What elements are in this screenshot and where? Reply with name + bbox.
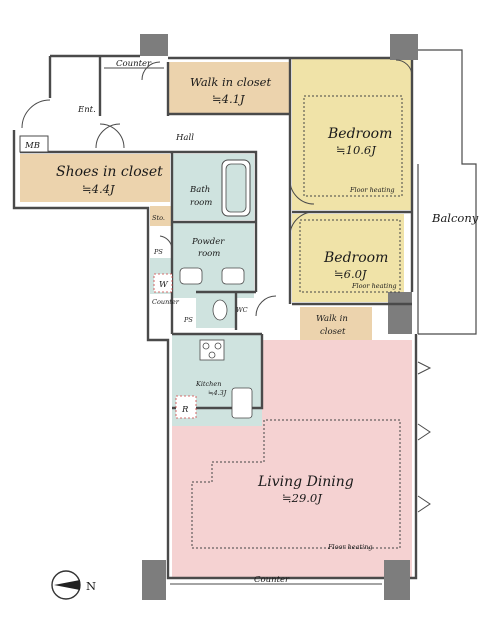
label-walkin-closet-top: Walk in closet: [190, 75, 271, 89]
label-powder-room: room: [198, 249, 220, 259]
north-arrow: [51, 570, 81, 600]
label-floor-heating-2: Floor heating: [351, 282, 397, 290]
balcony: [417, 49, 477, 335]
label-ps-lower: PS: [183, 316, 193, 324]
label-counter-top: Counter: [116, 59, 152, 69]
washer-box: [153, 273, 173, 293]
kitchen-sink: [231, 387, 253, 419]
label-refrigerator: R: [181, 405, 189, 415]
shoes-closet: [20, 154, 170, 202]
label-ps-upper: PS: [153, 248, 163, 256]
toilet: [212, 299, 228, 321]
label-shoes-closet-area: ≒4.4J: [82, 182, 116, 196]
stove-burners: [202, 342, 222, 359]
label-kitchen-area: ≒4.3J: [208, 389, 227, 397]
label-walkin-closet-bottom-2: closet: [320, 327, 346, 337]
label-bedroom-1: Bedroom: [327, 126, 392, 142]
label-floor-heating-3: Floor heating: [327, 543, 373, 551]
refrigerator-box: [175, 395, 197, 419]
label-washer: W: [159, 280, 169, 290]
label-shoes-closet: Shoes in closet: [56, 164, 163, 180]
bedroom-2: [292, 214, 404, 302]
label-entrance: Ent.: [77, 105, 96, 115]
sink-1: [179, 267, 203, 285]
walkin-closet-top: [168, 62, 290, 114]
label-counter-bottom: Counter: [254, 575, 290, 585]
label-bath: Bath: [189, 185, 210, 195]
label-walkin-closet-top-area: ≒4.1J: [212, 92, 246, 106]
label-bedroom-2-area: ≒6.0J: [334, 267, 368, 281]
counters: [104, 67, 382, 585]
label-living-dining-area: ≒29.0J: [282, 491, 323, 505]
storage: [150, 206, 172, 226]
label-bath-room: room: [190, 198, 212, 208]
label-mb: MB: [24, 141, 40, 151]
label-walkin-closet-bottom-1: Walk in: [316, 314, 348, 324]
sink-2: [221, 267, 245, 285]
label-floor-heating-1: Floor heating: [349, 186, 395, 194]
stove: [199, 339, 225, 361]
walkin-closet-bottom: [300, 307, 372, 340]
walls: [140, 34, 418, 600]
label-wc: WC: [236, 306, 248, 314]
label-counter-small: Counter: [152, 298, 180, 306]
bedroom-1: [292, 58, 412, 210]
label-living-dining: Living Dining: [257, 474, 354, 490]
label-balcony: Balcony: [431, 211, 479, 225]
label-hall: Hall: [175, 133, 194, 143]
mb-box: [19, 135, 49, 153]
label-powder: Powder: [191, 237, 225, 247]
label-bedroom-2: Bedroom: [323, 250, 388, 266]
label-kitchen: Kitchen: [195, 380, 221, 388]
label-north: N: [86, 579, 96, 593]
living-dining-room: [172, 340, 412, 578]
doors: [21, 59, 413, 317]
floor-heating-outlines: [191, 95, 403, 549]
powder-room: [172, 222, 254, 298]
living-windows: [417, 361, 432, 513]
label-sto: Sto.: [152, 214, 165, 222]
label-bedroom-1-area: ≒10.6J: [336, 143, 377, 157]
